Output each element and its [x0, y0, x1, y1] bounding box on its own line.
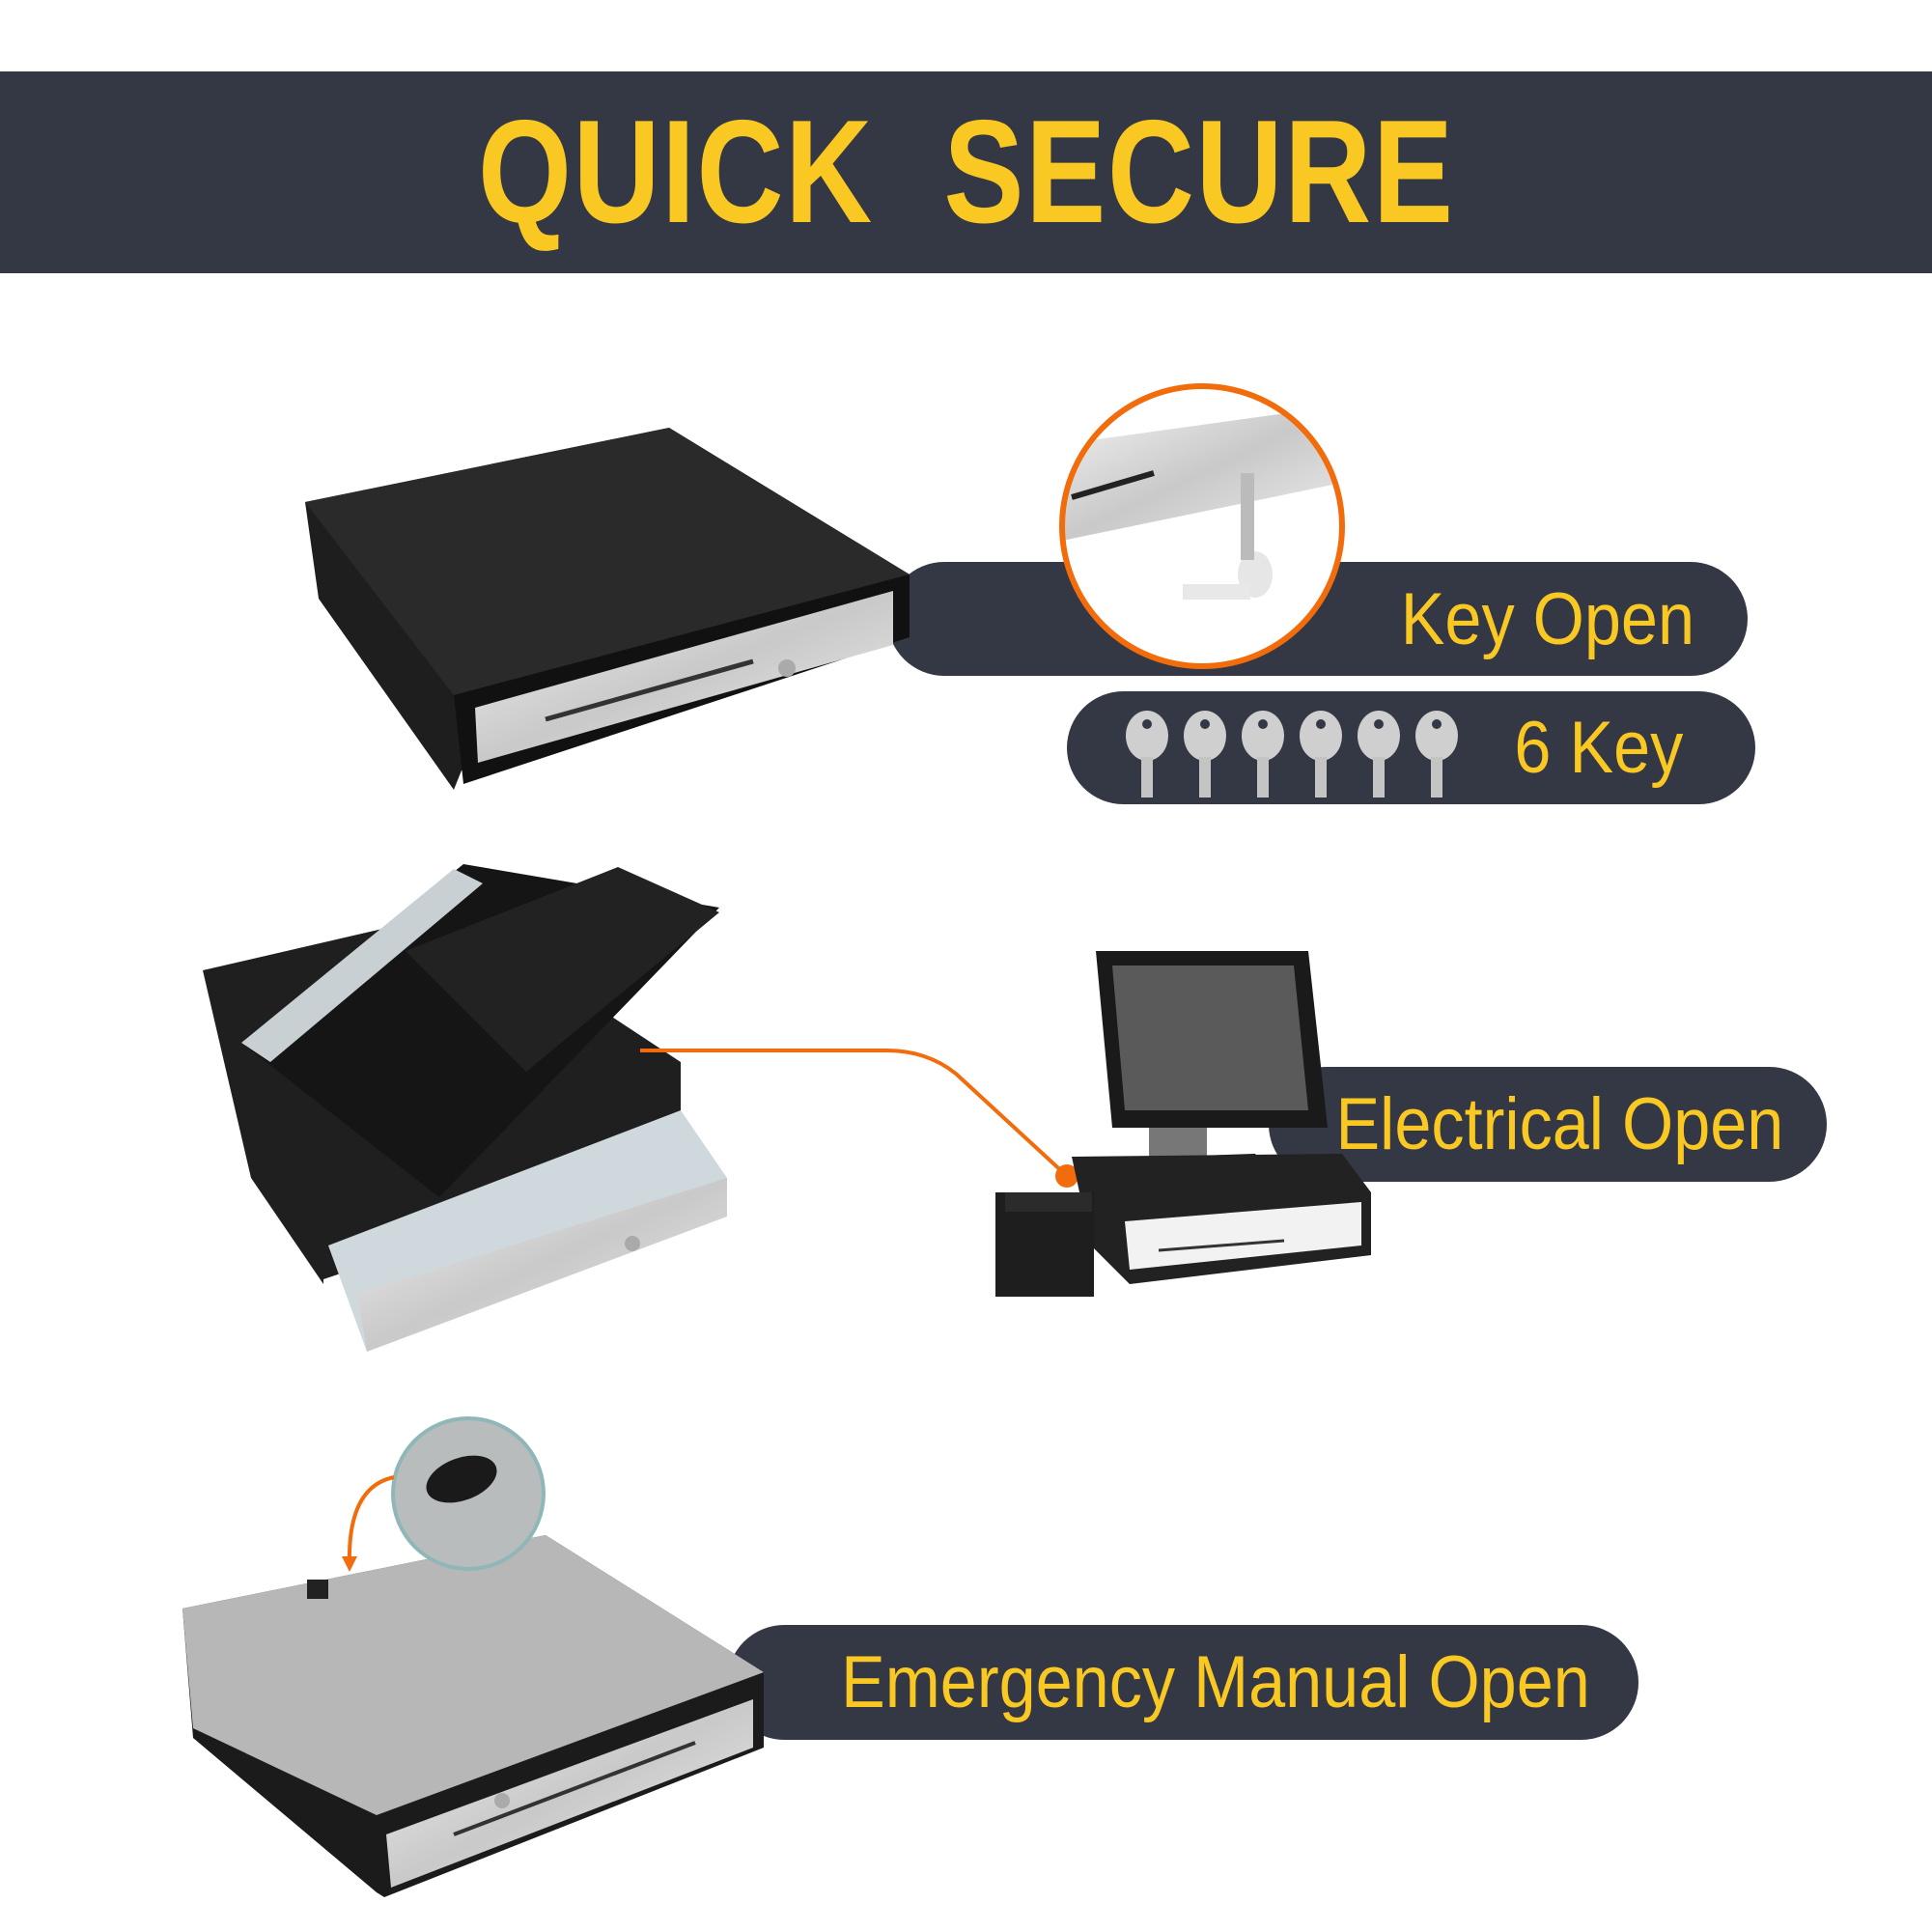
key-open-label: Key Open — [1400, 577, 1694, 660]
emergency-open-pill: Emergency Manual Open — [727, 1625, 1638, 1740]
six-key-pill: 6 Key — [1067, 691, 1755, 804]
lock-icon — [778, 659, 796, 677]
key-icon — [1415, 711, 1458, 798]
connector-line — [640, 1049, 1069, 1178]
cash-drawer-open — [203, 864, 727, 1352]
release-slot-inset — [342, 1416, 546, 1572]
cash-drawer-underside — [182, 1535, 764, 1897]
six-key-label: 6 Key — [1514, 707, 1683, 789]
connector-dot — [1055, 1164, 1078, 1188]
emergency-open-label: Emergency Manual Open — [841, 1641, 1590, 1723]
arrow-head-icon — [342, 1556, 357, 1572]
keys-row — [1126, 711, 1458, 798]
emergency-release-slot — [307, 1580, 328, 1599]
key-icon — [1126, 711, 1168, 798]
header-title: QUICK SECURE — [0, 71, 1932, 273]
key-icon — [1184, 711, 1226, 798]
arrow-line — [347, 1475, 395, 1565]
key-icon — [1300, 711, 1342, 798]
pos-system — [995, 951, 1371, 1297]
cash-drawer-closed — [305, 428, 910, 790]
electrical-open-pill: Electrical Open — [1269, 1067, 1827, 1182]
lock-zoom-circle — [1059, 383, 1345, 669]
title-text: QUICK SECURE — [477, 90, 1455, 254]
electrical-open-label: Electrical Open — [1335, 1083, 1783, 1165]
header-band — [0, 71, 1932, 273]
key-icon — [1242, 711, 1284, 798]
lock-icon — [625, 1236, 640, 1251]
lock-icon — [494, 1793, 510, 1808]
key-icon — [1358, 711, 1400, 798]
